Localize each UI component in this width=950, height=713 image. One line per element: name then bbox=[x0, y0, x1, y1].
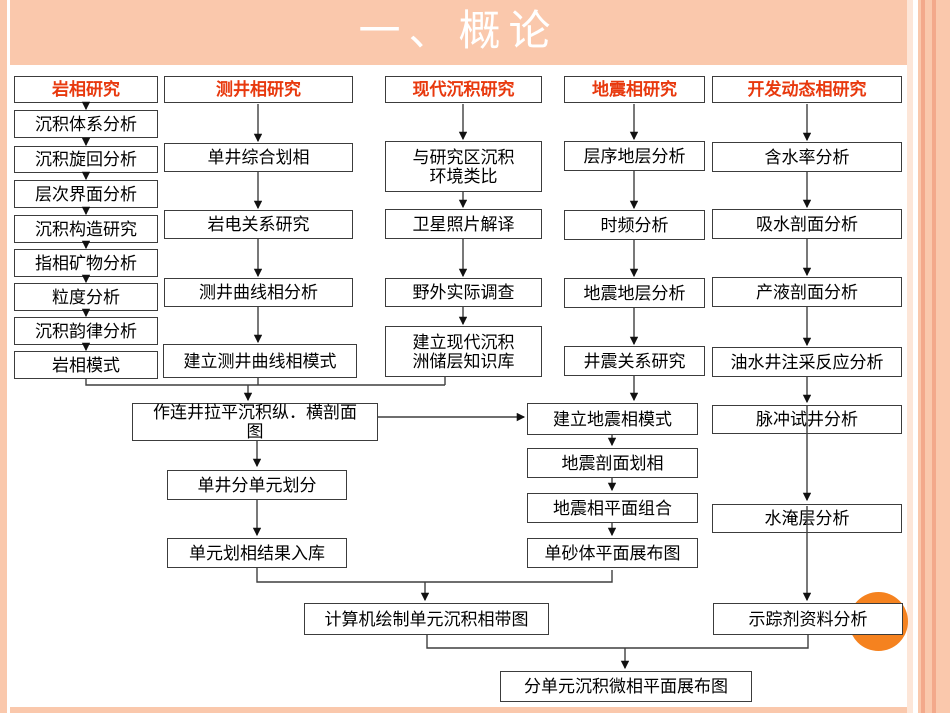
header-development-dynamic-facies-research: 开发动态相研究 bbox=[712, 76, 902, 103]
step-sedimentary-rhythm-analysis: 沉积韵律分析 bbox=[14, 317, 158, 345]
step-sedimentary-system-analysis: 沉积体系分析 bbox=[14, 110, 158, 138]
box-cross-section-map: 作连井拉平沉积纵．横剖面图 bbox=[132, 403, 378, 441]
step-sedimentary-cycle-analysis: 沉积旋回分析 bbox=[14, 146, 158, 173]
box-pulse-well-test-analysis: 脉冲试井分析 bbox=[712, 405, 902, 434]
step-well-seismic-relation-research: 井震关系研究 bbox=[564, 346, 705, 376]
step-single-well-comprehensive-facies: 单井综合划相 bbox=[164, 143, 353, 172]
step-rock-electric-relation-research: 岩电关系研究 bbox=[164, 210, 353, 239]
header-lithofacies-research: 岩相研究 bbox=[14, 76, 158, 103]
step-delta-knowledge-base: 建立现代沉积洲储层知识库 bbox=[385, 326, 542, 377]
step-sedimentary-structure-research: 沉积构造研究 bbox=[14, 215, 158, 243]
box-seismic-facies-plane-combination: 地震相平面组合 bbox=[527, 493, 698, 523]
step-sequence-stratigraphy-analysis: 层序地层分析 bbox=[564, 141, 705, 171]
step-logging-curve-facies-model: 建立测井曲线相模式 bbox=[163, 344, 357, 378]
step-grain-size-analysis: 粒度分析 bbox=[14, 283, 158, 311]
step-hierarchy-interface-analysis: 层次界面分析 bbox=[14, 180, 158, 208]
step-water-cut-analysis: 含水率分析 bbox=[712, 142, 902, 172]
box-seismic-profile-facies: 地震剖面划相 bbox=[527, 448, 698, 478]
box-sand-body-map: 单砂体平面展布图 bbox=[527, 538, 698, 568]
step-field-investigation: 野外实际调查 bbox=[385, 278, 542, 307]
box-flooded-layer-analysis: 水淹层分析 bbox=[712, 504, 902, 533]
header-logging-facies-research: 测井相研究 bbox=[164, 76, 353, 103]
step-injection-production-response-analysis: 油水井注采反应分析 bbox=[712, 347, 902, 377]
box-single-well-unit-division: 单井分单元划分 bbox=[167, 470, 347, 500]
step-water-injection-profile-analysis: 吸水剖面分析 bbox=[712, 209, 902, 239]
right-dark-stripe-1 bbox=[921, 0, 925, 713]
step-environment-analogy: 与研究区沉积环境类比 bbox=[385, 141, 542, 192]
right-pale-stripe bbox=[907, 0, 913, 713]
box-seismic-facies-model: 建立地震相模式 bbox=[527, 403, 698, 435]
step-lithofacies-model: 岩相模式 bbox=[14, 351, 158, 379]
step-logging-curve-facies-analysis: 测井曲线相分析 bbox=[164, 278, 353, 307]
step-time-frequency-analysis: 时频分析 bbox=[564, 210, 705, 240]
right-dark-stripe-2 bbox=[932, 0, 936, 713]
slide-title: 一、概论 bbox=[358, 9, 559, 55]
step-fluid-production-profile-analysis: 产液剖面分析 bbox=[712, 277, 902, 307]
left-white-stripe bbox=[7, 0, 10, 713]
right-white-stripe bbox=[913, 0, 918, 713]
box-unit-microfacies-map: 分单元沉积微相平面展布图 bbox=[500, 671, 752, 702]
step-seismic-stratigraphy-analysis: 地震地层分析 bbox=[564, 278, 705, 308]
header-modern-sedimentation-research: 现代沉积研究 bbox=[385, 76, 542, 103]
box-unit-facies-results-db: 单元划相结果入库 bbox=[167, 538, 347, 568]
box-computer-facies-belt-map: 计算机绘制单元沉积相带图 bbox=[304, 603, 549, 635]
box-tracer-data-analysis: 示踪剂资料分析 bbox=[713, 603, 903, 635]
step-facies-indicator-mineral-analysis: 指相矿物分析 bbox=[14, 249, 158, 277]
header-seismic-facies-research: 地震相研究 bbox=[564, 76, 705, 103]
step-satellite-photo-interpretation: 卫星照片解译 bbox=[385, 209, 542, 239]
